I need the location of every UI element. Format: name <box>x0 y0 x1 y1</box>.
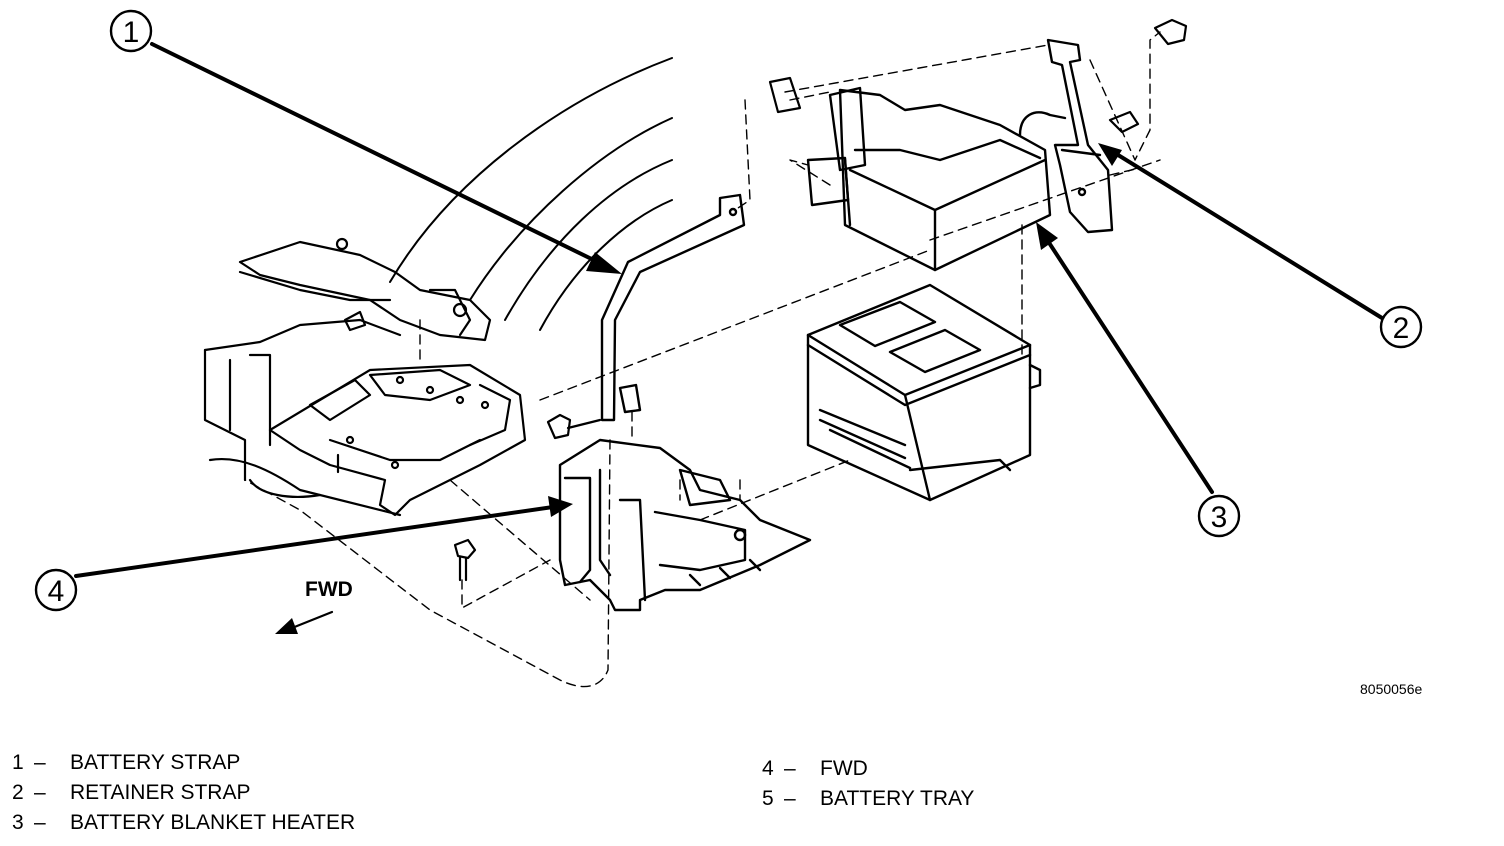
figure-id: 8050056e <box>1360 681 1423 697</box>
legend-number: 4 <box>762 757 774 780</box>
retainer-strap <box>1046 38 1114 234</box>
fender-arcs <box>389 57 673 331</box>
legend-label: BATTERY STRAP <box>70 751 241 774</box>
legend-dash: – <box>784 787 796 810</box>
assembly-lines <box>244 31 1161 688</box>
mounting-bracket <box>268 363 527 517</box>
callout-number-4: 4 <box>48 575 65 608</box>
fwd-label: FWD <box>305 578 353 601</box>
battery <box>806 283 1042 502</box>
vehicle-frame <box>203 237 492 517</box>
legend-row: 3– BATTERY BLANKET HEATER <box>12 808 355 838</box>
leader-arrowheads <box>548 143 1122 517</box>
legend-label: BATTERY TRAY <box>820 787 975 810</box>
exploded-battery-diagram: 1 2 3 4 FWD 8050056e <box>34 9 1423 697</box>
callout-number-2: 2 <box>1393 312 1410 345</box>
legend-dash: – <box>34 811 46 834</box>
legend-right: 4– FWD 5– BATTERY TRAY <box>762 754 974 814</box>
battery-strap <box>600 193 746 422</box>
legend-row: 1– BATTERY STRAP <box>12 748 355 778</box>
battery-tray <box>558 438 812 612</box>
legend-dash: – <box>34 751 46 774</box>
bolts <box>453 18 1188 582</box>
legend-number: 3 <box>12 811 24 834</box>
legend-label: FWD <box>820 757 868 780</box>
legend-row: 4– FWD <box>762 754 974 784</box>
fwd-arrow <box>275 610 334 634</box>
legend-dash: – <box>34 781 46 804</box>
callout-number-1: 1 <box>123 16 140 49</box>
legend-row: 5– BATTERY TRAY <box>762 784 974 814</box>
legend-number: 2 <box>12 781 24 804</box>
legend-dash: – <box>784 757 796 780</box>
legend-label: BATTERY BLANKET HEATER <box>70 811 356 834</box>
battery-blanket-heater <box>806 86 1067 272</box>
leader-lines <box>74 42 1384 578</box>
legend-left: 1–BATTERY STRAP 2–RETAINER STRAP 3–BATTE… <box>12 748 355 838</box>
legend-label: RETAINER STRAP <box>70 781 251 804</box>
callout-number-3: 3 <box>1211 501 1228 534</box>
legend-row: 2– RETAINER STRAP <box>12 778 355 808</box>
legend-number: 5 <box>762 787 774 810</box>
callout-circles <box>34 9 1423 612</box>
legend-number: 1 <box>12 751 24 774</box>
